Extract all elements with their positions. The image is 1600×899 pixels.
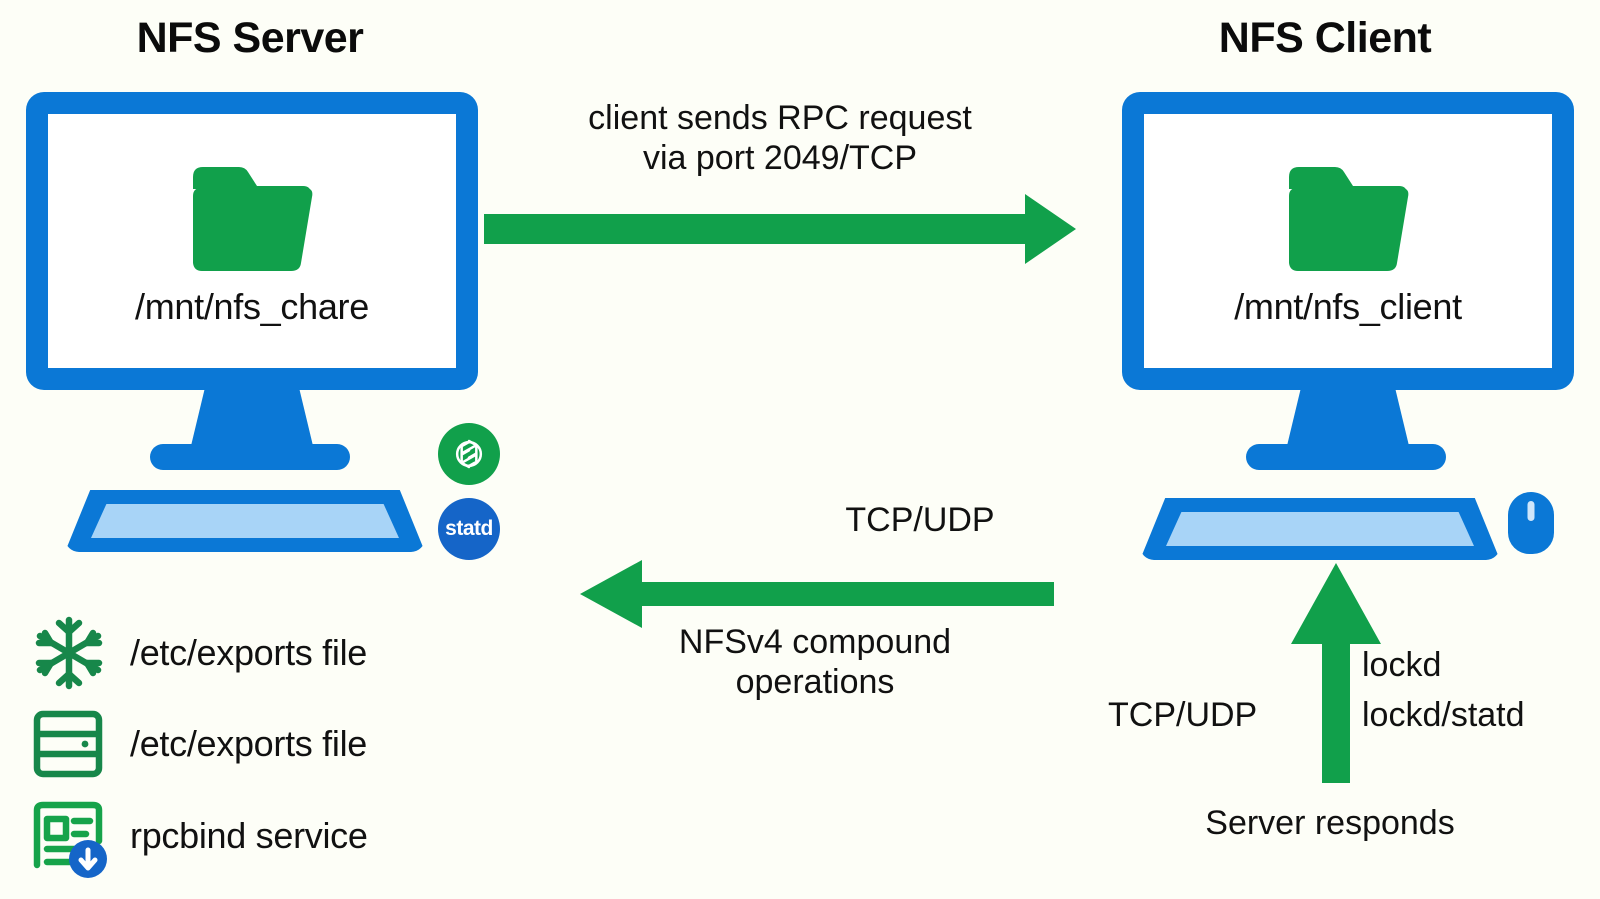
client-monitor-neck	[1286, 388, 1410, 450]
legend-label: rpcbind service	[130, 815, 368, 856]
top-arrow-right	[484, 194, 1076, 264]
vertical-arrow-label-left: TCP/UDP	[1108, 696, 1258, 734]
client-keyboard	[1140, 498, 1500, 560]
client-title: NFS Client	[1218, 14, 1432, 62]
statd-badge: statd	[438, 498, 500, 560]
top-arrow-label: client sends RPC request via port 2049/T…	[588, 99, 972, 178]
server-mount-path: /mnt/nfs_chare	[135, 285, 369, 327]
legend-label: /etc/exports file	[130, 723, 368, 764]
middle-arrow-label-above: TCP/UDP	[845, 501, 995, 539]
server-title: NFS Server	[136, 14, 364, 62]
folder-icon	[1289, 166, 1409, 271]
client-keyboard-keys	[1166, 512, 1474, 546]
client-monitor-base	[1246, 444, 1446, 470]
legend-item-rpcbind: rpcbind service	[26, 790, 368, 882]
vertical-arrow-label-lockd: lockd	[1362, 646, 1442, 684]
server-monitor: /mnt/nfs_chare	[26, 92, 478, 390]
openai-logo-icon	[455, 439, 483, 469]
middle-arrow-label-below: NFSv4 compound operations	[678, 623, 952, 702]
client-mouse	[1508, 492, 1554, 554]
vertical-arrow-up	[1291, 563, 1381, 783]
legend-item-server-rack: /etc/exports file	[26, 698, 368, 790]
middle-arrow-left	[580, 560, 1054, 628]
server-monitor-neck	[190, 388, 314, 450]
vertical-arrow-label-lockd-statd: lockd/statd	[1362, 696, 1525, 734]
legend-item-snowflake: /etc/exports file	[26, 608, 368, 698]
openai-logo-badge	[438, 423, 500, 485]
statd-badge-label: statd	[445, 517, 493, 540]
legend-label: /etc/exports file	[130, 632, 368, 673]
server-keyboard	[65, 490, 425, 552]
folder-icon	[193, 166, 313, 271]
legend: /etc/exports file /etc/exports file	[26, 608, 368, 882]
server-keyboard-keys	[91, 504, 399, 538]
server-rack-icon	[26, 705, 112, 783]
client-mount-path: /mnt/nfs_client	[1234, 285, 1462, 327]
rpcbind-document-download-icon	[26, 797, 112, 878]
snowflake-icon	[26, 614, 112, 692]
server-monitor-base	[150, 444, 350, 470]
client-monitor: /mnt/nfs_client	[1122, 92, 1574, 390]
server-responds-label: Server responds	[1205, 804, 1455, 842]
